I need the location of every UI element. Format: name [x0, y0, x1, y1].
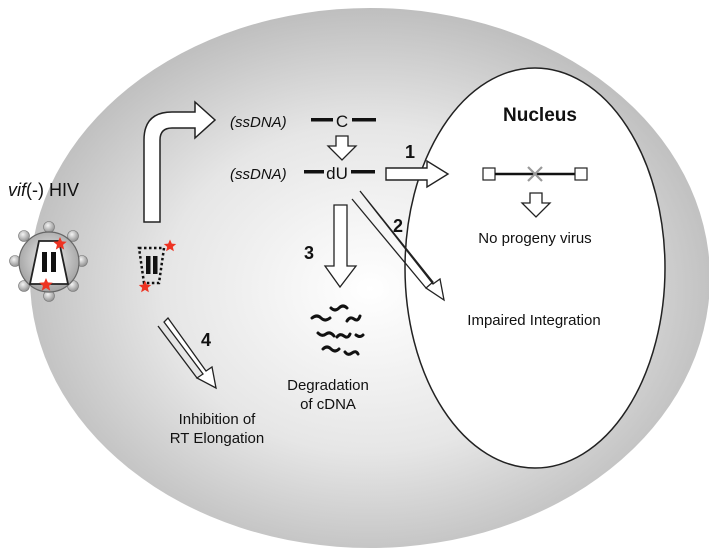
step-4-number: 4: [201, 330, 211, 350]
degradation-label-line1: Degradation: [287, 377, 369, 394]
ssdna-label-du: (ssDNA): [230, 166, 287, 183]
dna-segment-du-left: [304, 170, 324, 174]
rtc-strand-2: [153, 256, 158, 274]
virus-star-bottom: [39, 278, 53, 291]
virus-star-top: [53, 237, 67, 250]
degradation-label-line2: of cDNA: [300, 396, 356, 413]
base-du: dU: [326, 164, 348, 183]
arrow-step-3: [323, 204, 358, 289]
arrow-step-2-lower-edge: [351, 198, 427, 289]
no-progeny-label: No progeny virus: [478, 230, 591, 247]
ssdna-label-c: (ssDNA): [230, 114, 287, 131]
step-1-number: 1: [405, 142, 415, 162]
dna-segment-c-left: [311, 118, 333, 122]
ltr-right-box: [574, 167, 588, 181]
inhibition-label-line1: Inhibition of: [179, 411, 257, 428]
arrow-step-2: [359, 190, 445, 302]
arrow-to-no-progeny: [520, 192, 552, 218]
rtc-strand-1: [146, 256, 151, 274]
reverse-transcription-complex: [137, 239, 177, 293]
rtc-dotted-capsid: [137, 246, 166, 285]
virus-label: vif(-) HIV: [8, 180, 79, 200]
nucleus: [404, 67, 666, 469]
base-c: C: [336, 112, 348, 131]
cross-mark-b: [527, 166, 543, 182]
arrow-step-1: [385, 159, 450, 189]
rtc-star-top: [163, 239, 177, 252]
inhibition-label-line2: RT Elongation: [170, 430, 265, 447]
curved-arrow-to-ssdna: [143, 100, 217, 223]
nucleus-title: Nucleus: [503, 105, 577, 126]
ltr-left-box: [482, 167, 496, 181]
degraded-cdna-fragments: [310, 304, 365, 356]
dna-segment-c-right: [352, 118, 376, 122]
virus-label-rest: (-) HIV: [26, 180, 79, 200]
impaired-integration-label: Impaired Integration: [467, 312, 600, 329]
virus-capsid: [28, 240, 70, 285]
arrow-step-4-edge: [157, 325, 198, 379]
provirus-integration-site: [482, 166, 588, 182]
step-3-number: 3: [304, 243, 314, 263]
rtc-star-bottom: [138, 280, 152, 293]
virus-label-italic: vif: [8, 180, 28, 200]
virus-rna-strand-1: [42, 252, 47, 272]
arrow-step-4: [163, 316, 217, 390]
virus-rna-strand-2: [51, 252, 56, 272]
virus-particle: [9, 221, 88, 302]
step-2-number: 2: [393, 216, 403, 236]
deamination-arrow: [326, 135, 358, 161]
dna-segment-du-right: [351, 170, 375, 174]
